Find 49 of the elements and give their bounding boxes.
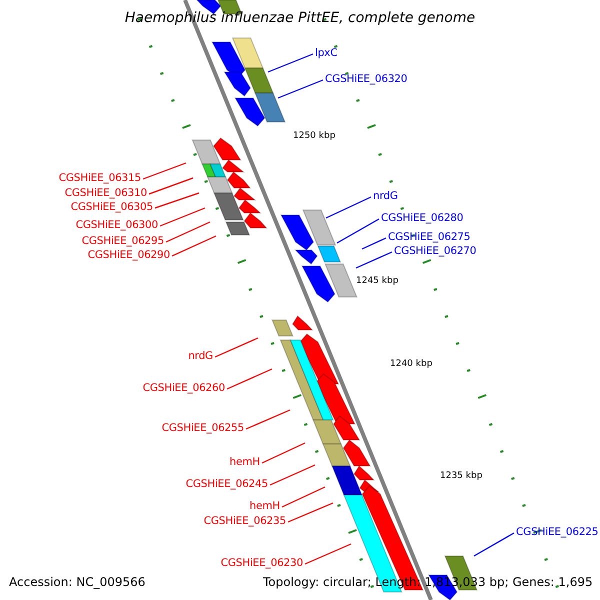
scale-label: 1235 kbp xyxy=(440,471,482,482)
leader-line xyxy=(166,221,210,243)
leader-line xyxy=(336,218,380,244)
leader-line xyxy=(214,337,258,358)
accession-text: Accession: NC_009566 xyxy=(9,575,146,589)
gene-label: CGSHiEE_06300 xyxy=(76,219,158,232)
gene-label: CGSHiEE_06295 xyxy=(82,235,164,248)
gene-label: CGSHiEE_06270 xyxy=(394,245,476,258)
diagram-title: Haemophilus influenzae PittEE, complete genome xyxy=(124,10,476,26)
leader-line xyxy=(160,207,206,227)
leader-line xyxy=(148,177,194,195)
gene-label: CGSHiEE_06260 xyxy=(142,382,225,395)
gene-label: nrdG xyxy=(188,350,213,363)
gene-label: CGSHiEE_06245 xyxy=(186,478,268,491)
leader-line xyxy=(362,237,386,250)
gene-label: CGSHiEE_06255 xyxy=(162,422,244,435)
leader-line xyxy=(154,192,200,209)
gene-label: nrdG xyxy=(373,190,398,203)
gene-label: hemH xyxy=(250,500,280,513)
gene-label: hemH xyxy=(230,456,260,469)
gene-label: CGSHiEE_06275 xyxy=(388,231,470,244)
scale-label: 1240 kbp xyxy=(390,359,432,370)
gene-label: CGSHiEE_06320 xyxy=(325,73,408,86)
leader-line xyxy=(172,235,216,257)
gene-label: CGSHiEE_06235 xyxy=(204,515,286,528)
leader-line xyxy=(304,543,352,565)
gene-label: CGSHiEE_06305 xyxy=(70,201,153,214)
leader-line xyxy=(270,464,316,486)
leader-line xyxy=(282,486,326,508)
gene-label: CGSHiEE_06225 xyxy=(516,526,598,539)
genome-info-text: Topology: circular; Length: 1,813,033 bp; Genes: 1,695 xyxy=(263,575,593,589)
gene-label: lpxC xyxy=(315,47,338,60)
scale-label: 1245 kbp xyxy=(356,276,398,287)
gene-label: CGSHiEE_06280 xyxy=(381,212,464,225)
gene-label: CGSHiEE_06315 xyxy=(58,172,141,185)
scale-label: 1250 kbp xyxy=(293,131,336,142)
leader-line xyxy=(268,53,314,73)
leader-line xyxy=(246,409,290,430)
leader-line xyxy=(326,196,372,219)
gene-label: CGSHiEE_06290 xyxy=(88,249,170,262)
leader-line xyxy=(278,79,324,99)
leader-line xyxy=(288,502,334,523)
gene-label: CGSHiEE_06230 xyxy=(220,557,303,570)
leader-line xyxy=(262,442,306,464)
gene-label: CGSHiEE_06310 xyxy=(64,187,147,200)
leader-line xyxy=(356,251,392,269)
leader-line xyxy=(226,368,272,390)
leader-line xyxy=(142,162,186,180)
leader-line xyxy=(474,532,514,557)
